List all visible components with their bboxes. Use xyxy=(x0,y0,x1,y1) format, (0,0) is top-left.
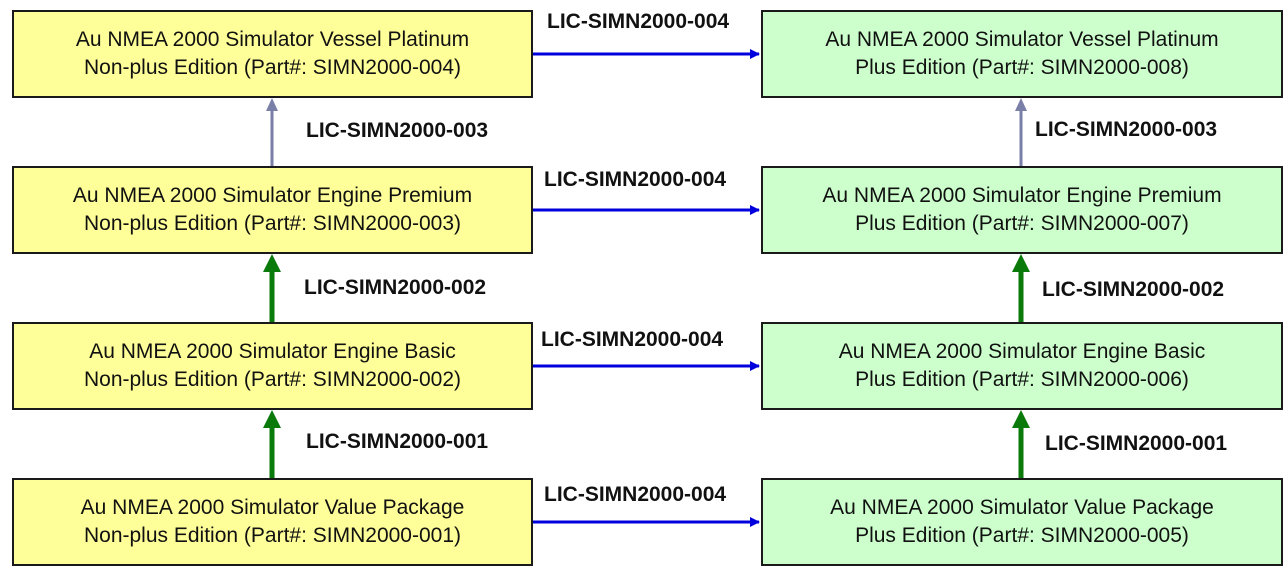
label-upgrade-premium: LIC-SIMN2000-004 xyxy=(544,168,727,191)
label-upgrade-value: LIC-SIMN2000-004 xyxy=(544,483,727,506)
box-plus-engine-premium: Au NMEA 2000 Simulator Engine Premium Pl… xyxy=(761,166,1283,254)
label-right-bot: LIC-SIMN2000-001 xyxy=(1045,432,1228,455)
box-line1: Au NMEA 2000 Simulator Engine Basic xyxy=(838,340,1206,363)
box-line2: Plus Edition (Part#: SIMN2000-005) xyxy=(855,524,1189,547)
box-nonplus-value-package: Au NMEA 2000 Simulator Value Package Non… xyxy=(12,478,533,566)
box-nonplus-engine-basic: Au NMEA 2000 Simulator Engine Basic Non-… xyxy=(12,322,533,410)
box-line2: Plus Edition (Part#: SIMN2000-007) xyxy=(855,212,1189,235)
arrowhead-right-top xyxy=(1015,98,1027,111)
label-upgrade-basic: LIC-SIMN2000-004 xyxy=(541,328,724,351)
label-left-bot: LIC-SIMN2000-001 xyxy=(306,430,489,453)
label-left-mid: LIC-SIMN2000-002 xyxy=(304,276,487,299)
box-plus-vessel-platinum: Au NMEA 2000 Simulator Vessel Platinum P… xyxy=(761,10,1283,98)
box-line2: Non-plus Edition (Part#: SIMN2000-003) xyxy=(83,212,461,235)
arrowhead-right-bot xyxy=(1012,410,1030,428)
box-line1: Au NMEA 2000 Simulator Value Package xyxy=(830,496,1214,519)
arrowhead-left-mid xyxy=(263,254,281,272)
label-right-top: LIC-SIMN2000-003 xyxy=(1035,118,1218,141)
box-nonplus-engine-premium: Au NMEA 2000 Simulator Engine Premium No… xyxy=(12,166,533,254)
box-line2: Non-plus Edition (Part#: SIMN2000-004) xyxy=(83,56,461,79)
arrowhead-left-bot xyxy=(263,410,281,428)
box-line1: Au NMEA 2000 Simulator Vessel Platinum xyxy=(825,28,1219,51)
box-plus-value-package: Au NMEA 2000 Simulator Value Package Plu… xyxy=(761,478,1283,566)
box-line1: Au NMEA 2000 Simulator Engine Basic xyxy=(89,340,456,363)
arrowhead-right-mid xyxy=(1012,254,1030,272)
label-upgrade-vessel: LIC-SIMN2000-004 xyxy=(547,10,730,33)
label-right-mid: LIC-SIMN2000-002 xyxy=(1042,278,1225,301)
arrowhead-left-top xyxy=(266,98,278,111)
box-line1: Au NMEA 2000 Simulator Value Package xyxy=(80,496,465,519)
box-plus-engine-basic: Au NMEA 2000 Simulator Engine Basic Plus… xyxy=(761,322,1283,410)
box-line2: Non-plus Edition (Part#: SIMN2000-001) xyxy=(83,524,461,547)
box-line2: Plus Edition (Part#: SIMN2000-006) xyxy=(855,368,1189,391)
box-line1: Au NMEA 2000 Simulator Engine Premium xyxy=(822,184,1222,207)
box-line2: Non-plus Edition (Part#: SIMN2000-002) xyxy=(83,368,461,391)
box-line2: Plus Edition (Part#: SIMN2000-008) xyxy=(855,56,1189,79)
box-line1: Au NMEA 2000 Simulator Vessel Platinum xyxy=(75,28,470,51)
box-line1: Au NMEA 2000 Simulator Engine Premium xyxy=(72,184,473,207)
box-nonplus-vessel-platinum: Au NMEA 2000 Simulator Vessel Platinum N… xyxy=(12,10,533,98)
label-left-top: LIC-SIMN2000-003 xyxy=(306,119,489,142)
